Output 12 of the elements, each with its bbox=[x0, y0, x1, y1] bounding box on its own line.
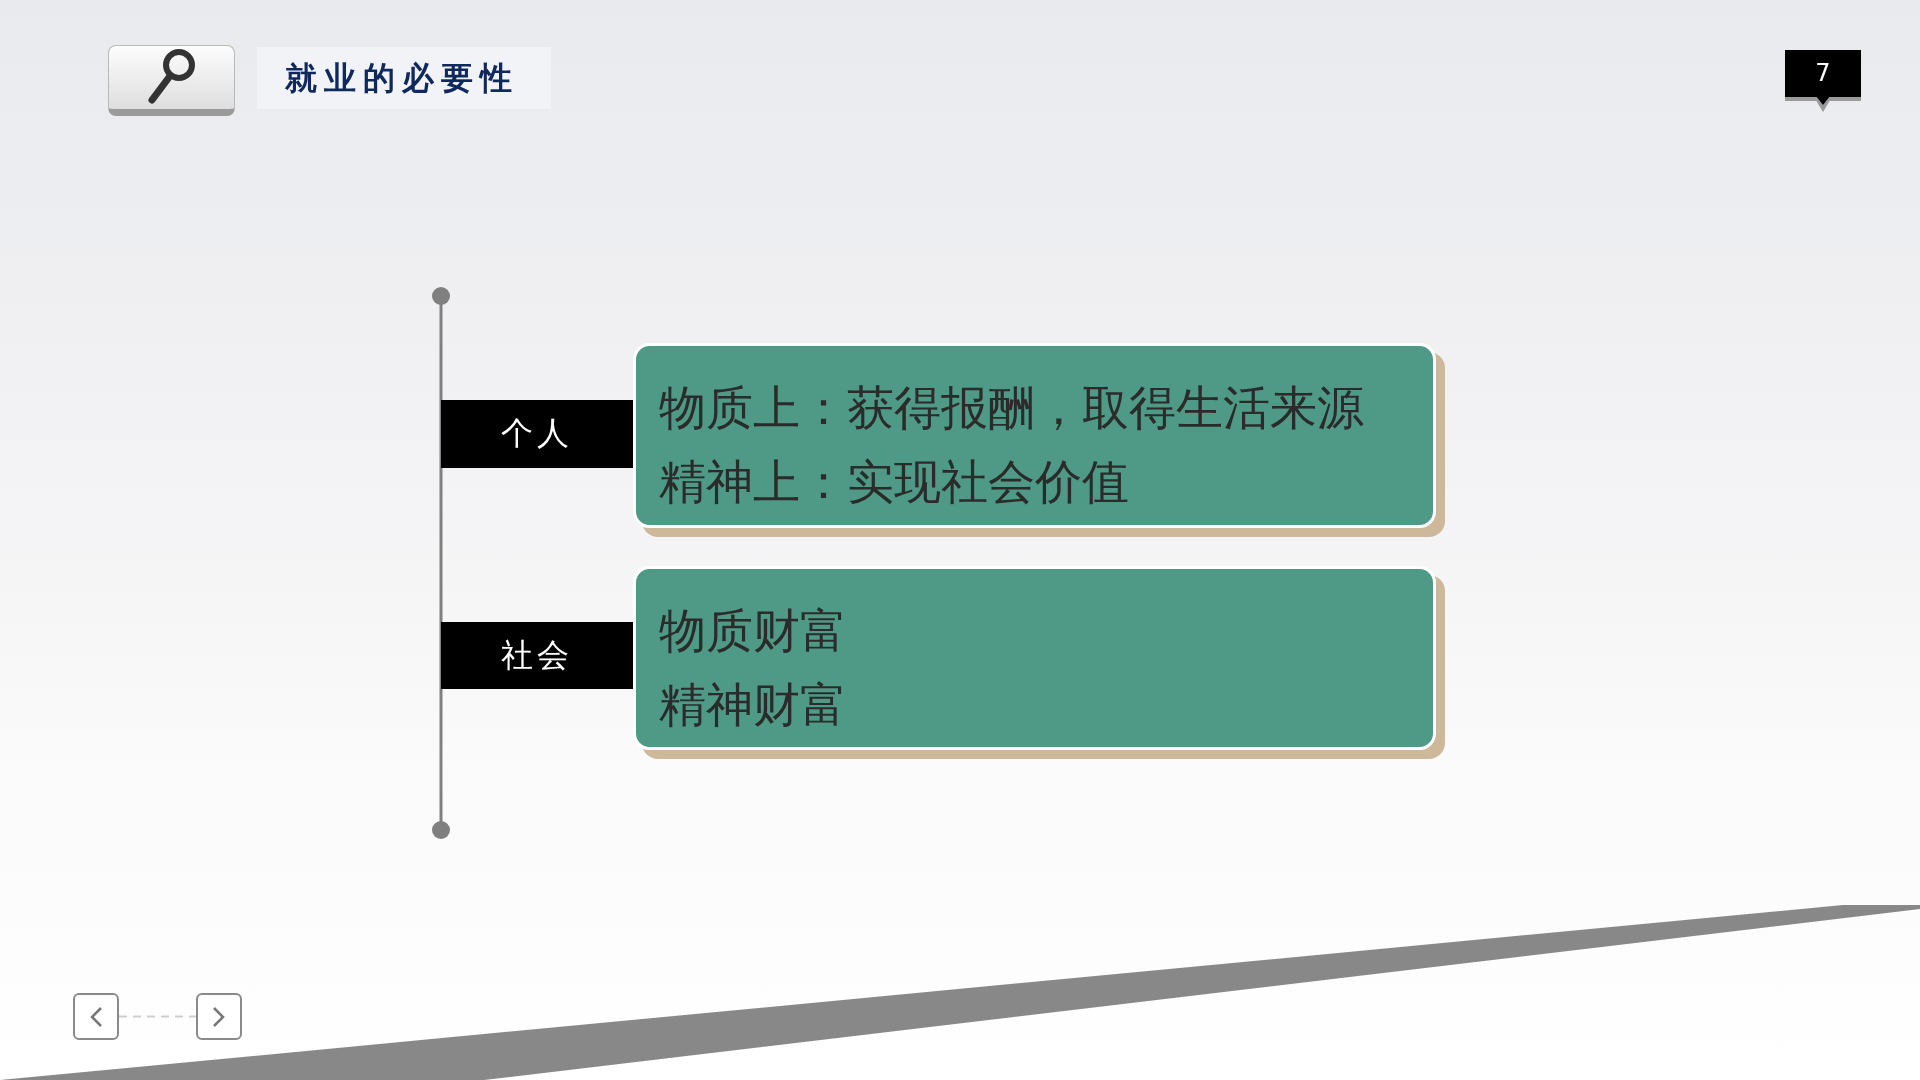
page-title: 就业的必要性 bbox=[257, 47, 551, 109]
box-text: 物质财富 bbox=[659, 602, 847, 660]
box-text: 精神财富 bbox=[659, 676, 847, 734]
rounded-box bbox=[633, 566, 1445, 759]
rounded-box bbox=[633, 343, 1445, 537]
box-text: 精神上：实现社会价值 bbox=[659, 453, 1129, 511]
label-tab: 社会 bbox=[441, 622, 633, 689]
nav-button bbox=[73, 993, 119, 1040]
connector-line bbox=[118, 1015, 197, 1018]
label-tab: 个人 bbox=[441, 400, 633, 468]
nav-button bbox=[196, 993, 242, 1040]
box-text: 物质上：获得报酬，取得生活来源 bbox=[659, 379, 1364, 437]
